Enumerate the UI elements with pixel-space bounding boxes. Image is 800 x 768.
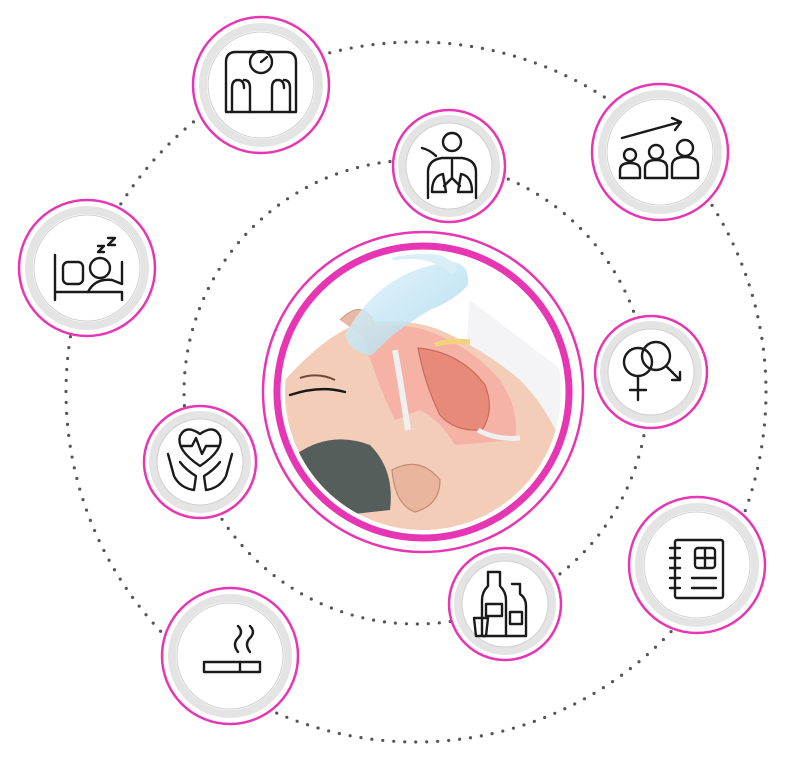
- node-gender: [593, 314, 709, 430]
- outer-dotted-orbit: [64, 40, 768, 744]
- sleeping-person-icon: [53, 236, 124, 302]
- alcohol-bottles-icon: [472, 570, 528, 638]
- node-medical: [627, 495, 767, 635]
- center-illustration: [261, 230, 585, 554]
- node-sleep: [17, 198, 157, 338]
- node-heart: [142, 404, 258, 520]
- node-growth: [590, 82, 730, 222]
- bathroom-scale-icon: [224, 49, 298, 114]
- lungs-respiratory-icon: [420, 131, 478, 200]
- cigarette-smoking-icon: [202, 624, 262, 674]
- heart-care-hands-icon: [166, 428, 234, 492]
- node-alcohol: [447, 546, 563, 662]
- people-growth-chart-icon: [618, 116, 700, 180]
- node-lungs: [391, 108, 507, 224]
- node-weight: [191, 15, 331, 155]
- medical-record-icon: [668, 538, 725, 600]
- gender-symbols-icon: [622, 340, 682, 402]
- node-smoking: [160, 586, 300, 726]
